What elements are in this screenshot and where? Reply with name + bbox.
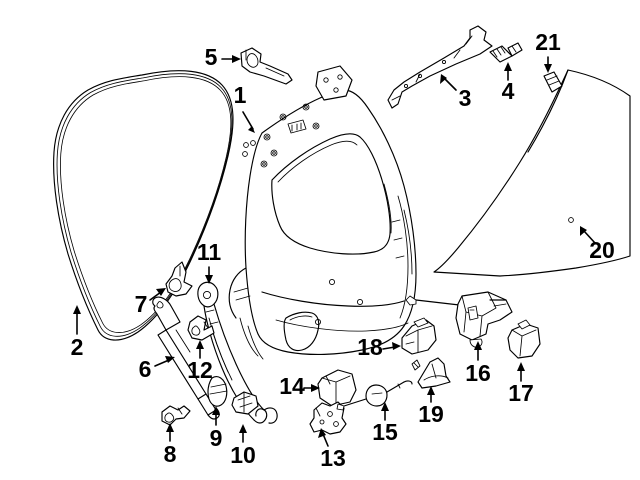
part-hinge-bracket[interactable]	[240, 47, 293, 85]
part-liftgate-panel[interactable]	[228, 65, 417, 360]
part-lock-cylinder-with-key[interactable]	[336, 380, 413, 411]
part-wiper-pivot-cap[interactable]	[207, 376, 228, 407]
callout-number-15[interactable]: 15	[372, 419, 398, 445]
callout-number-7[interactable]: 7	[135, 291, 148, 317]
callout-number-14[interactable]: 14	[279, 373, 305, 399]
callout-number-21[interactable]: 21	[535, 29, 561, 55]
part-upper-ball-stud[interactable]	[165, 261, 193, 297]
callout-number-17[interactable]: 17	[508, 380, 534, 406]
callout-number-8[interactable]: 8	[164, 441, 177, 467]
part-trim-screw[interactable]	[489, 42, 523, 63]
callout-numbers: 1 2 3 4 5 6 7 8 9 10 11 12 13 14 15 16 1…	[71, 29, 615, 471]
callout-number-3[interactable]: 3	[459, 85, 472, 111]
callout-number-5[interactable]: 5	[205, 44, 218, 70]
callout-number-1[interactable]: 1	[234, 82, 247, 108]
callout-number-9[interactable]: 9	[210, 425, 223, 451]
callout-number-13[interactable]: 13	[320, 445, 346, 471]
part-upper-trim-molding[interactable]	[387, 25, 493, 109]
part-liftgate-glass[interactable]	[433, 69, 631, 277]
callout-number-2[interactable]: 2	[71, 334, 84, 360]
part-latch-mounting-bracket[interactable]	[309, 401, 347, 435]
part-weatherstrip-seal[interactable]	[53, 70, 234, 341]
part-lower-ball-stud[interactable]	[161, 405, 191, 426]
callout-number-19[interactable]: 19	[418, 401, 444, 427]
callout-number-18[interactable]: 18	[357, 334, 383, 360]
callout-leaders	[73, 55, 596, 447]
part-wiper-arm-nut[interactable]	[231, 391, 259, 415]
callout-number-6[interactable]: 6	[139, 356, 152, 382]
part-antenna-base[interactable]	[411, 357, 451, 389]
part-connector-housing[interactable]	[507, 319, 541, 359]
callout-number-11[interactable]: 11	[197, 239, 222, 265]
part-control-module[interactable]	[317, 369, 357, 407]
part-glass-spacer-clip[interactable]	[543, 71, 563, 93]
callout-number-12[interactable]: 12	[187, 357, 213, 383]
callout-number-20[interactable]: 20	[589, 237, 615, 263]
part-wiper-mount-bolt[interactable]	[187, 315, 215, 341]
callout-number-10[interactable]: 10	[230, 442, 256, 468]
callout-number-4[interactable]: 4	[502, 78, 515, 104]
callout-number-16[interactable]: 16	[465, 360, 491, 386]
part-license-lamp-striker[interactable]	[401, 317, 437, 355]
part-rear-wiper-arm[interactable]	[197, 281, 278, 424]
